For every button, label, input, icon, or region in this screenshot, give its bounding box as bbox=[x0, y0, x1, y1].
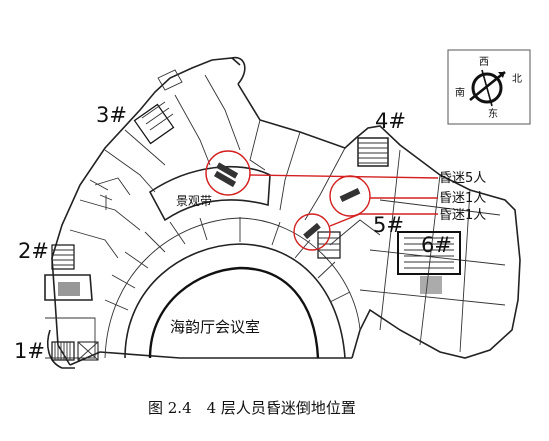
casualty-label-3: 昏迷1人 bbox=[439, 208, 486, 223]
leader-line-3 bbox=[329, 213, 438, 227]
stair-4-hatch bbox=[357, 137, 389, 167]
person-lying-icon bbox=[339, 188, 361, 202]
casualty-markers bbox=[205, 150, 439, 251]
room-label-hall: 海韵厅会议室 bbox=[170, 318, 260, 336]
stair-label-5: 5# bbox=[373, 213, 404, 237]
stair-6-hatch bbox=[397, 231, 461, 294]
stair-label-3: 3# bbox=[96, 103, 127, 127]
casualty-label-1: 昏迷5人 bbox=[439, 171, 486, 186]
compass-east: 东 bbox=[488, 107, 498, 120]
stair-label-4: 4# bbox=[375, 109, 406, 133]
stair-1-hatch bbox=[51, 341, 99, 361]
compass-south: 南 bbox=[455, 86, 465, 99]
casualty-circle-1 bbox=[205, 150, 251, 196]
person-lying-icon bbox=[213, 162, 239, 188]
casualty-circle-3 bbox=[293, 213, 331, 251]
stair-2-hatch bbox=[51, 244, 80, 296]
leader-line-1 bbox=[249, 174, 439, 179]
compass: 西 北 南 东 bbox=[447, 49, 531, 125]
stair-3-hatch bbox=[133, 101, 175, 145]
compass-ring-icon bbox=[471, 72, 503, 104]
figure-caption: 图 2.4 4 层人员昏迷倒地位置 bbox=[148, 399, 356, 417]
compass-needle-icon bbox=[469, 70, 506, 102]
casualty-label-2: 昏迷1人 bbox=[439, 191, 486, 206]
compass-north: 北 bbox=[512, 73, 522, 85]
room-label-viewing-belt: 景观带 bbox=[176, 194, 212, 208]
stair-label-1: 1# bbox=[14, 339, 45, 363]
stair-label-2: 2# bbox=[18, 239, 49, 263]
person-lying-icon bbox=[303, 222, 321, 240]
compass-west: 西 bbox=[479, 57, 489, 68]
building-outline bbox=[44, 56, 521, 369]
stair-label-6: 6# bbox=[421, 233, 452, 257]
